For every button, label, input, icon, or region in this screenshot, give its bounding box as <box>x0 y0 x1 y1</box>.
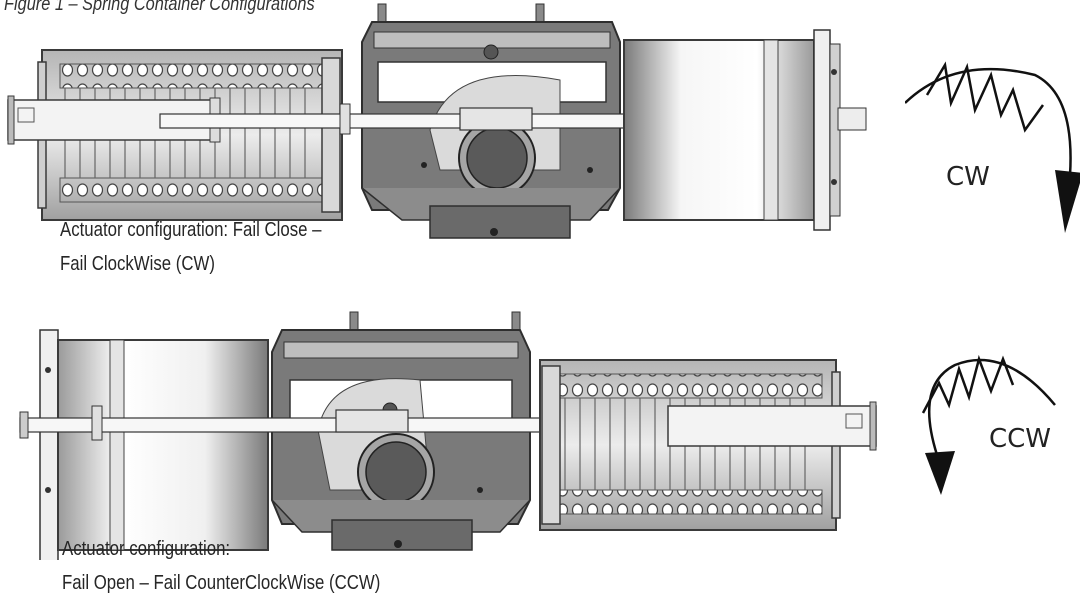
caption-fail-open-line1: Actuator configuration: <box>62 538 231 560</box>
figure-title: Figure 1 – Spring Container Configuratio… <box>4 0 315 15</box>
caption-fail-close-line2: Fail ClockWise (CW) <box>60 253 215 275</box>
pneumatic-cylinder-left <box>39 329 269 560</box>
actuator-fail-close-drawing <box>7 3 867 239</box>
cw-label: CW <box>946 162 990 192</box>
caption-fail-open-line2: Fail Open – Fail CounterClockWise (CCW) <box>62 572 381 594</box>
clockwise-arrow-icon <box>905 61 1080 233</box>
actuator-fail-open-drawing <box>19 311 877 560</box>
caption-fail-open: Actuator configuration: Fail Open – Fail… <box>62 532 380 600</box>
ccw-label: CCW <box>989 424 1052 454</box>
pneumatic-cylinder <box>623 29 867 231</box>
caption-fail-close: Actuator configuration: Fail Close – Fai… <box>60 213 321 281</box>
counterclockwise-arrow-icon <box>921 354 1056 495</box>
spring-container-right <box>539 359 877 531</box>
caption-fail-close-line1: Actuator configuration: Fail Close – <box>60 219 322 241</box>
